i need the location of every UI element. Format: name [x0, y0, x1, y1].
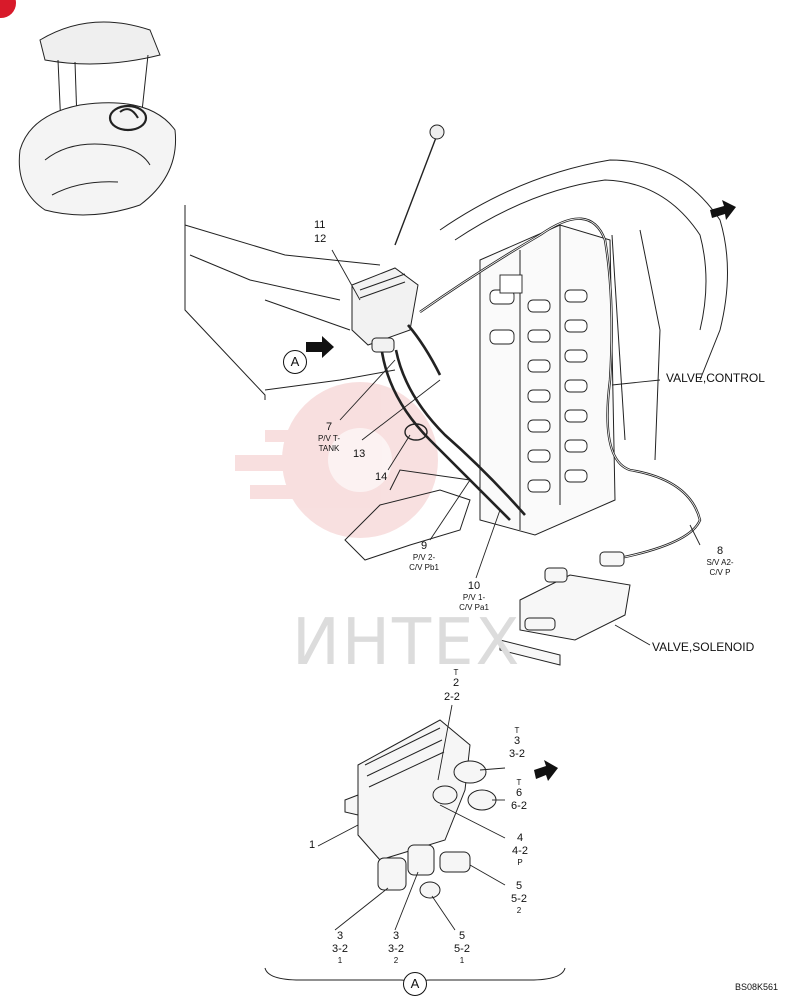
detail-callout-5-right-port: 2 — [516, 906, 522, 915]
callout-7-number: 7 — [325, 421, 333, 433]
detail-callout-5-right-sub: 5-2 — [511, 893, 527, 905]
detail-callout-1: 1 — [309, 839, 316, 851]
detail-callout-2-2: 2-2 — [444, 691, 460, 703]
detail-callout-3-top: T 3 3-2 — [505, 726, 529, 761]
view-a-label-bottom: A — [403, 972, 427, 996]
callout-10-desc-2: C/V Pa1 — [459, 603, 489, 612]
detail-callout-3-b-sub: 3-2 — [388, 943, 404, 955]
detail-callout-3-b-number: 3 — [392, 930, 400, 942]
detail-callout-3-a: 3 3-2 1 — [328, 930, 352, 965]
callout-9: 9 P/V 2- C/V Pb1 — [402, 540, 446, 573]
callout-11: 11 — [314, 219, 326, 231]
detail-callout-2: T 2 — [446, 668, 466, 690]
direction-arrow-icon — [710, 200, 736, 220]
callout-10-number: 10 — [467, 580, 481, 592]
control-valve-block — [479, 224, 616, 536]
detail-callout-3-b: 3 3-2 2 — [384, 930, 408, 965]
hoses — [380, 217, 702, 566]
detail-callout-2-port: T — [453, 668, 459, 677]
valve-control-label: VALVE,CONTROL — [666, 371, 765, 385]
detail-callout-2-number: 2 — [452, 677, 460, 689]
detail-callout-3-top-sub: 3-2 — [509, 748, 525, 760]
detail-leader-lines — [317, 704, 506, 931]
detail-callout-4-sub: 4-2 — [512, 845, 528, 857]
callout-9-desc-1: P/V 2- — [412, 553, 436, 562]
callout-8-desc-2: C/V P — [709, 568, 731, 577]
callout-13: 13 — [353, 448, 366, 460]
callout-9-number: 9 — [420, 540, 428, 552]
callout-9-desc-2: C/V Pb1 — [409, 563, 439, 572]
detail-callout-4-number: 4 — [516, 832, 524, 844]
detail-callout-6-sub: 6-2 — [511, 800, 527, 812]
view-a-marker: A — [283, 350, 307, 374]
detail-callout-5-right-number: 5 — [515, 880, 523, 892]
callout-8: 8 S/V A2- C/V P — [698, 545, 742, 578]
detail-callout-5-right: 5 5-2 2 — [507, 880, 531, 915]
valve-spools — [489, 274, 588, 493]
detail-callout-5-bottom-sub: 5-2 — [454, 943, 470, 955]
callout-14: 14 — [375, 471, 388, 483]
pilot-valve — [351, 267, 419, 353]
detail-callout-3-a-number: 3 — [336, 930, 344, 942]
callout-7-desc-1: P/V T- — [317, 434, 341, 443]
callout-7-desc-2: TANK — [318, 444, 340, 453]
detail-callout-3-b-port: 2 — [393, 956, 399, 965]
valve-solenoid-label: VALVE,SOLENOID — [652, 640, 755, 654]
detail-callout-4: 4 4-2 P — [508, 832, 532, 867]
detail-callout-4-port: P — [517, 858, 523, 867]
callout-12: 12 — [314, 233, 327, 245]
callout-7: 7 P/V T- TANK — [312, 421, 346, 454]
detail-callout-6-port: T — [516, 778, 522, 787]
callout-8-number: 8 — [716, 545, 724, 557]
detail-callout-5-bottom-number: 5 — [458, 930, 466, 942]
callout-8-desc-1: S/V A2- — [706, 558, 734, 567]
solenoid-valve — [499, 551, 631, 666]
detail-callout-6-number: 6 — [515, 787, 523, 799]
detail-callout-5-bottom-port: 1 — [459, 956, 465, 965]
detail-callout-3-top-port: T — [514, 726, 520, 735]
main-assembly — [184, 124, 728, 561]
detail-callout-3-a-port: 1 — [337, 956, 343, 965]
detail-callout-3-top-number: 3 — [513, 735, 521, 747]
detail-callout-3-a-sub: 3-2 — [332, 943, 348, 955]
callout-10-desc-1: P/V 1- — [462, 593, 486, 602]
detail-pilot-valve — [344, 719, 497, 899]
watermark-text: ИНТЕХ — [292, 606, 522, 680]
detail-arrow-icon — [534, 760, 558, 781]
detail-callout-5-bottom: 5 5-2 1 — [450, 930, 474, 965]
view-arrow-icon — [306, 336, 334, 358]
detail-callout-6: T 6 6-2 — [507, 778, 531, 813]
leader-lines — [331, 249, 701, 646]
excavator-thumbnail — [18, 21, 177, 216]
callout-10: 10 P/V 1- C/V Pa1 — [452, 580, 496, 613]
figure-code: BS08K561 — [734, 982, 778, 992]
